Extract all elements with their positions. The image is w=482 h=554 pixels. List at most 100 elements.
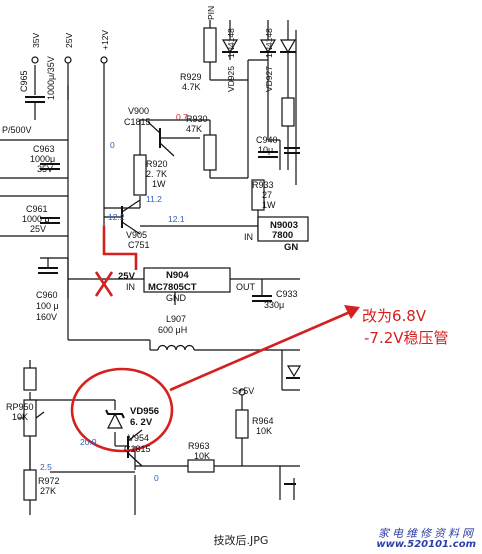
annotation-line-2: -7.2V稳压管 xyxy=(364,329,449,347)
r972-value: 27K xyxy=(40,486,56,496)
n904-part: MC7805CT xyxy=(148,282,197,293)
l907-value: 600 μH xyxy=(158,325,187,335)
c960-value: 100 μ xyxy=(36,301,59,311)
image-caption: 技改后.JPG xyxy=(213,534,269,547)
r964-value: 10K xyxy=(256,426,272,436)
red-jumper-wire xyxy=(102,226,138,270)
l907-ref: L907 xyxy=(166,314,186,324)
c963-ref: C963 xyxy=(33,144,55,154)
n904-out-pin: OUT xyxy=(236,282,256,292)
rail-12v-label: +12V xyxy=(100,30,110,50)
modification-overlay xyxy=(70,226,360,453)
d1n4148a-ref: 1N4148 xyxy=(226,28,236,58)
diode-vd927 xyxy=(259,39,277,54)
c965-value: 1000μ/35V xyxy=(46,56,56,100)
voltage-0.7: 0.7 xyxy=(176,112,188,122)
regulator-n9003 xyxy=(257,216,309,242)
r933-ref: R933 xyxy=(252,180,274,190)
c961-voltage: 25V xyxy=(30,224,46,234)
voltage-0-bottom: 0 xyxy=(154,473,159,483)
c963-value: 1000μ xyxy=(30,154,55,164)
r929-ref: R929 xyxy=(180,72,202,82)
annotation-arrow-head xyxy=(344,305,360,319)
capacitor-c933 xyxy=(252,295,272,302)
r963-ref: R963 xyxy=(188,441,210,451)
diode-vd925 xyxy=(221,39,239,54)
highlight-circle-vd956 xyxy=(70,367,174,453)
resistor-rp950 xyxy=(23,399,45,437)
c933-value: 330μ xyxy=(264,300,284,310)
c960-ref: C960 xyxy=(36,290,58,300)
capacitor-c940 xyxy=(258,151,278,158)
watermark: 家电维修资料网 www.520101.com xyxy=(376,528,476,550)
in-label: IN xyxy=(244,232,253,242)
n904-gnd-pin: GND xyxy=(166,293,187,303)
vd925-ref: VD925 xyxy=(226,66,236,92)
c940-ref: C940 xyxy=(256,135,278,145)
vd956-ref: VD956 xyxy=(130,406,159,417)
cap-fragment-label: P/500V xyxy=(2,125,32,135)
r964-ref: R964 xyxy=(252,416,274,426)
v954-part: C1815 xyxy=(124,444,151,454)
vd927-ref: VD927 xyxy=(264,66,274,92)
c933-ref: C933 xyxy=(276,289,298,299)
rp950-value: 10K xyxy=(12,412,28,422)
voltage-12.2: 12.2 xyxy=(108,212,125,222)
rail-35v-label: 35V xyxy=(31,33,41,48)
voltage-12.1: 12.1 xyxy=(168,214,185,224)
capacitor-c965 xyxy=(25,96,45,120)
transistor-v905 xyxy=(104,199,141,235)
watermark-line-1: 家电维修资料网 xyxy=(378,527,476,540)
resistor-r963 xyxy=(187,459,215,473)
zener-vd956 xyxy=(105,409,125,429)
resistor-r920 xyxy=(133,154,147,196)
c961-ref: C961 xyxy=(26,204,48,214)
capacitor-c960 xyxy=(38,258,58,274)
c960-voltage: 160V xyxy=(36,312,57,322)
annotation-line-1: 改为6.8V xyxy=(362,307,427,325)
rp950-ref: RP950 xyxy=(6,402,34,412)
r930-ref: R930 xyxy=(186,114,208,124)
n904-25v-label: 25V xyxy=(118,271,136,282)
capacitor-c963 xyxy=(40,163,60,170)
r920-ref: R920 xyxy=(146,159,168,169)
n904-in-pin: IN xyxy=(126,282,135,292)
r933-value: 27 xyxy=(262,190,272,200)
transistor-v900 xyxy=(147,121,200,157)
resistor-r964 xyxy=(235,409,249,439)
v905-ref: V905 xyxy=(126,230,147,240)
rail-terminals xyxy=(31,56,246,396)
d1n4148b-ref: 1N4148 xyxy=(264,28,274,58)
v954-ref: V954 xyxy=(128,433,149,443)
n9003-part: 7800 xyxy=(272,230,293,241)
v900-ref: V900 xyxy=(128,106,149,116)
resistor-left-frag xyxy=(23,367,37,391)
voltage-2.5: 2.5 xyxy=(40,462,52,472)
s5v-label: S+5V xyxy=(232,386,254,396)
capacitor-c961 xyxy=(40,217,60,224)
r920-value: 2. 7K xyxy=(146,169,167,179)
r929-value: 4.7K xyxy=(182,82,201,92)
n9003-gnd: GN xyxy=(284,242,298,253)
r933-power: 1W xyxy=(262,200,276,210)
rail-pin-label: PIN xyxy=(206,6,216,20)
transistor-v954 xyxy=(127,429,143,467)
circuit-schematic: 35V 25V +12V PIN C965 1000μ/35V P/500V C… xyxy=(0,6,449,515)
removed-connection-mark xyxy=(94,271,114,297)
rail-25v-label: 25V xyxy=(64,33,74,48)
r920-power: 1W xyxy=(152,179,166,189)
annotation-arrow-shaft xyxy=(169,310,351,392)
diode-right xyxy=(279,39,297,54)
lower-right-fragments xyxy=(284,365,302,485)
r963-value: 10K xyxy=(194,451,210,461)
c963-voltage: 35V xyxy=(37,164,53,174)
resistor-r929 xyxy=(203,27,217,63)
watermark-line-2: www.520101.com xyxy=(376,539,476,550)
voltage-0-top: 0 xyxy=(110,140,115,150)
capacitor-right-frag xyxy=(284,147,300,154)
resistor-r972 xyxy=(23,469,37,501)
resistor-r930 xyxy=(203,134,217,171)
c940-value: 10μ xyxy=(258,145,273,155)
r972-ref: R972 xyxy=(38,476,60,486)
regulator-n904 xyxy=(143,267,231,293)
